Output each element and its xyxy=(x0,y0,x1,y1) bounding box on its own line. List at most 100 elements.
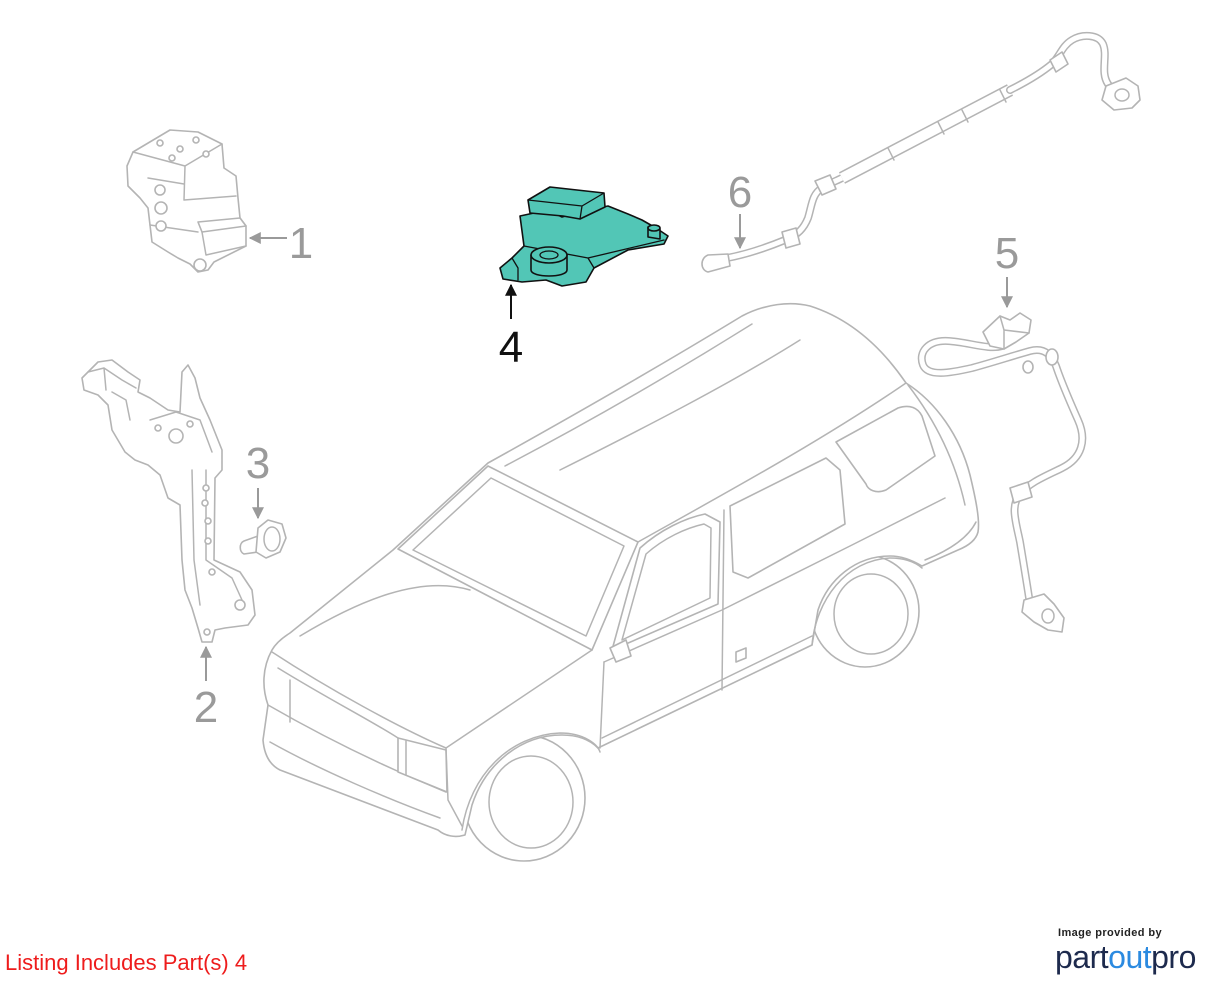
port-hole xyxy=(156,139,164,147)
harness-sleeve-fill xyxy=(842,90,1010,178)
bracket-hole xyxy=(202,484,210,492)
hood-crease xyxy=(299,584,471,637)
cable-grommet xyxy=(1022,360,1034,374)
bracket-clip xyxy=(87,367,137,421)
port-hole xyxy=(154,184,166,196)
credit-caption: Image provided by xyxy=(1058,927,1162,939)
actuator-connector xyxy=(197,217,247,233)
actuator-body xyxy=(126,129,247,273)
part-2-bracket xyxy=(81,359,256,643)
side-mirror xyxy=(609,639,632,663)
belt-line xyxy=(603,497,946,663)
roof-rail-front xyxy=(504,323,753,467)
callout-number: 2 xyxy=(194,683,218,732)
vehicle-outline xyxy=(262,302,980,862)
port-hole xyxy=(202,150,210,158)
rear-wheel-arch xyxy=(811,557,923,646)
actuator-connector-face xyxy=(201,231,247,256)
bumper-bottom xyxy=(269,741,441,819)
rear-quarter-window xyxy=(835,405,936,493)
bolt-shaft xyxy=(239,535,259,555)
port-hole xyxy=(168,154,176,162)
sensor-boss-bore xyxy=(539,250,559,260)
logo-word-out: out xyxy=(1108,939,1152,975)
port-hole xyxy=(154,201,168,215)
sleeve-ring xyxy=(887,89,1007,161)
part-5-wheel-speed-sensor xyxy=(922,312,1083,633)
rear-wheel-rim xyxy=(833,573,909,655)
front-door-edge xyxy=(599,661,605,749)
fender-line xyxy=(445,649,593,749)
sensor-post-top xyxy=(647,224,661,232)
harness-clip xyxy=(1049,51,1069,73)
bracket-body xyxy=(81,359,256,643)
windshield-inner-edge xyxy=(412,477,625,637)
actuator-top-face xyxy=(132,143,237,201)
front-fender-edge xyxy=(445,747,463,827)
part-4-yaw-rate-sensor xyxy=(499,186,669,287)
listing-includes-note: Listing Includes Part(s) 4 xyxy=(5,950,248,975)
callout-3: 3 xyxy=(246,439,270,520)
logo-word-part: part xyxy=(1055,939,1109,975)
door-seam xyxy=(721,509,725,691)
rear-hatch-edge xyxy=(907,384,966,506)
bracket-hole xyxy=(204,537,212,545)
sensor-mount-edge xyxy=(999,315,1030,350)
sensor-boss-top xyxy=(530,246,568,264)
callout-1: 1 xyxy=(248,219,313,268)
bracket-flange xyxy=(149,411,213,453)
bracket-channel xyxy=(191,469,243,606)
front-wheel-rim xyxy=(488,755,574,849)
sensor-housing-block xyxy=(527,186,606,220)
cable-clip xyxy=(1009,481,1033,504)
front-side-window-inner xyxy=(621,523,712,641)
callout-number: 6 xyxy=(728,168,752,217)
port-hole xyxy=(155,220,167,232)
bracket-hole xyxy=(201,499,209,507)
harness-sensor-face xyxy=(1114,88,1130,102)
bracket-hole xyxy=(168,428,184,444)
callout-number: 1 xyxy=(289,219,313,268)
callout-number: 3 xyxy=(246,439,270,488)
callout-2: 2 xyxy=(194,645,218,732)
bracket-hole xyxy=(234,599,246,611)
bracket-hole xyxy=(186,420,194,428)
partoutpro-logo: partoutpro xyxy=(1055,940,1215,974)
near-roof-edge xyxy=(637,382,907,543)
callout-number: 5 xyxy=(995,229,1019,278)
callout-4: 4 xyxy=(499,283,523,372)
mount-foot xyxy=(193,258,207,272)
port-hole xyxy=(192,136,200,144)
grille-top xyxy=(277,667,399,739)
harness-clip xyxy=(781,227,801,249)
roof-rail-rear xyxy=(559,339,801,471)
rear-bumper-line xyxy=(924,521,977,561)
door-handle xyxy=(735,647,747,663)
rear-door-window xyxy=(729,457,846,579)
cable-grommet xyxy=(1045,348,1059,366)
port-hole xyxy=(176,145,184,153)
bracket-hole xyxy=(203,628,211,636)
hood-front-edge xyxy=(271,651,447,749)
bracket-hole xyxy=(154,424,162,432)
bolt-head xyxy=(255,519,287,559)
part-6-sensor-harness xyxy=(701,36,1141,273)
sensor-head-face xyxy=(1041,608,1055,624)
logo-word-pro: pro xyxy=(1151,939,1196,975)
rocker-line xyxy=(601,635,813,739)
callout-5: 5 xyxy=(995,229,1019,309)
harness-sensor-head xyxy=(1101,77,1141,111)
image-credit: Image provided by partoutpro xyxy=(1055,927,1215,974)
harness-connector xyxy=(701,253,731,273)
bracket-hole xyxy=(208,568,216,576)
part-1-abs-actuator xyxy=(126,129,247,273)
callout-6: 6 xyxy=(728,168,752,250)
front-wheel-arch xyxy=(461,732,601,831)
bracket-hole xyxy=(204,517,212,525)
part-3-bolt xyxy=(239,519,287,559)
front-side-window xyxy=(611,513,721,651)
bolt-flange xyxy=(263,526,281,552)
callout-number: 4 xyxy=(499,323,523,372)
sensor-housing-edge xyxy=(527,192,605,220)
